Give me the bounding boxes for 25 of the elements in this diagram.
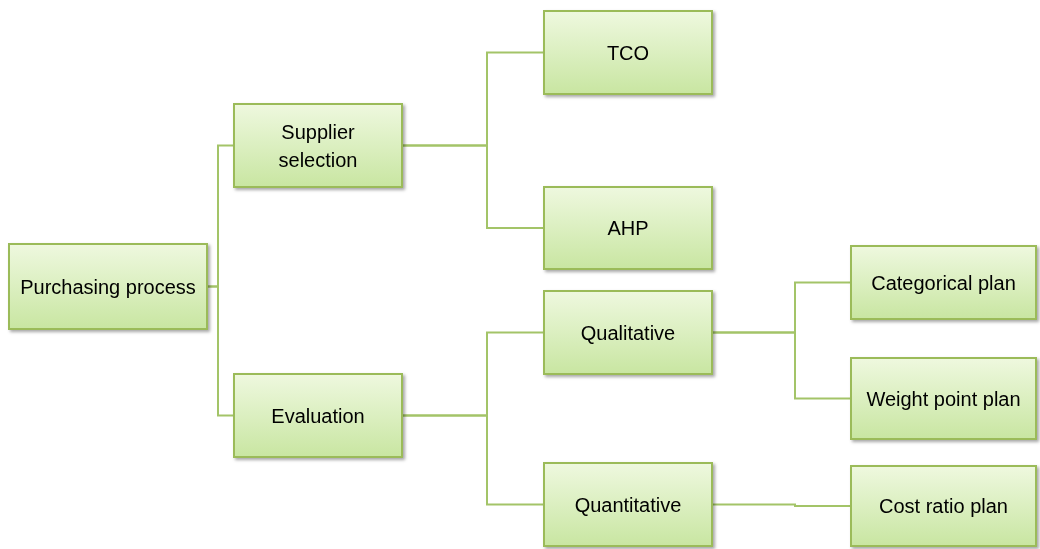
connector-line: [712, 503, 851, 507]
box-label: Evaluation: [271, 403, 365, 429]
process-box: [233, 103, 403, 188]
process-box: [543, 10, 713, 95]
connector-line: [402, 414, 544, 506]
box-label: Supplier selection: [277, 119, 359, 173]
process-box: [850, 465, 1037, 547]
box-label: Qualitative: [580, 320, 676, 346]
box-label: Categorical plan: [871, 270, 1016, 296]
process-box: [543, 290, 713, 375]
process-box: [543, 186, 713, 270]
box-label: Purchasing process: [20, 274, 196, 300]
process-box: [8, 243, 208, 330]
process-box: [850, 245, 1037, 320]
connector-line: [712, 331, 851, 400]
box-label: TCO: [606, 40, 650, 66]
connector-line: [207, 285, 234, 417]
process-box: [233, 373, 403, 458]
process-box: [543, 462, 713, 547]
box-label: Weight point plan: [866, 386, 1021, 412]
process-box: [850, 357, 1037, 440]
box-label: Quantitative: [574, 492, 682, 518]
box-label: Cost ratio plan: [879, 494, 1008, 519]
box-label: AHP: [607, 216, 649, 241]
connector-line: [402, 144, 544, 229]
